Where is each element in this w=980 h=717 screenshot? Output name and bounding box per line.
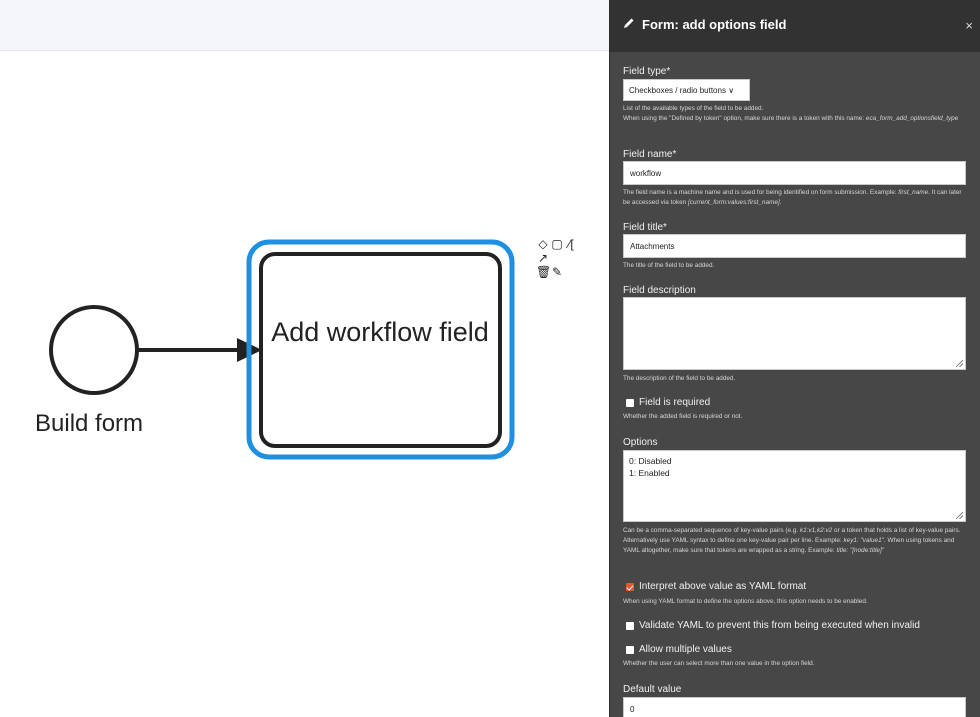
field-required-checkbox[interactable]	[626, 399, 634, 407]
close-icon[interactable]: ×	[965, 18, 973, 33]
panel-title: Form: add options field	[642, 17, 787, 32]
delete-icon[interactable]: 🗑	[536, 265, 552, 279]
yaml-format-checkbox[interactable]	[626, 583, 634, 591]
diagram-canvas[interactable]: Build form Add workflow field ◇▢ ⁄[ ↗ 🗑✎	[0, 0, 610, 717]
field-description-help: The description of the field to be added…	[623, 375, 736, 382]
field-type-label: Field type*	[623, 66, 671, 77]
task-icon[interactable]: ▢	[551, 237, 563, 251]
yaml-format-label: Interpret above value as YAML format	[639, 581, 807, 592]
default-value-input[interactable]	[623, 697, 966, 717]
field-name-label: Field name*	[623, 149, 677, 160]
context-pad: ◇▢ ⁄[ ↗ 🗑✎	[536, 238, 584, 280]
color-icon[interactable]: ✎	[551, 265, 563, 279]
field-type-value: Checkboxes / radio buttons	[629, 86, 726, 95]
options-description: Can be a comma-separated sequence of key…	[623, 527, 961, 554]
task-add-workflow-field[interactable]	[259, 252, 502, 448]
field-required-label: Field is required	[639, 397, 711, 408]
options-label: Options	[623, 437, 658, 448]
properties-panel: Form: add options field × Field type* Ch…	[609, 0, 980, 717]
field-title-input[interactable]	[623, 234, 966, 258]
task-selection-outline	[246, 239, 515, 460]
field-description-textarea[interactable]	[623, 297, 966, 370]
options-line: 1: Enabled	[629, 468, 670, 478]
chevron-down-icon: ∨	[728, 86, 735, 95]
yaml-format-description: When using YAML format to define the opt…	[623, 598, 868, 605]
pencil-icon	[624, 18, 634, 28]
panel-header: Form: add options field ×	[610, 0, 980, 52]
multiple-values-description: Whether the user can select more than on…	[623, 660, 815, 667]
canvas-toolbar	[0, 0, 610, 51]
multiple-values-checkbox[interactable]	[626, 646, 634, 654]
field-name-input[interactable]	[623, 161, 966, 185]
validate-yaml-checkbox[interactable]	[626, 622, 634, 630]
default-value-label: Default value	[623, 684, 682, 695]
validate-yaml-label: Validate YAML to prevent this from being…	[639, 620, 920, 631]
options-textarea[interactable]: 0: Disabled 1: Enabled	[623, 450, 966, 522]
resize-handle[interactable]	[956, 512, 963, 519]
field-description-label: Field description	[623, 285, 696, 296]
field-required-description: Whether the added field is required or n…	[623, 413, 743, 420]
field-name-description: The field name is a machine name and is …	[623, 189, 962, 206]
field-title-description: The title of the field to be added.	[623, 262, 715, 269]
field-title-label: Field title*	[623, 222, 667, 233]
annotation-icon[interactable]: ⁄[	[568, 237, 574, 251]
options-line: 0: Disabled	[629, 456, 672, 466]
field-type-select[interactable]: Checkboxes / radio buttons ∨	[623, 79, 750, 101]
task-label: Add workflow field	[271, 317, 489, 347]
start-event-label: Build form	[35, 410, 144, 437]
start-event[interactable]	[49, 305, 139, 395]
gateway-icon[interactable]: ◇	[538, 237, 548, 251]
connect-icon[interactable]: ↗	[537, 251, 549, 265]
bpmn-diagram	[49, 239, 515, 460]
resize-handle[interactable]	[956, 360, 963, 367]
field-type-description: List of the available types of the field…	[623, 105, 959, 122]
multiple-values-label: Allow multiple values	[639, 644, 732, 655]
